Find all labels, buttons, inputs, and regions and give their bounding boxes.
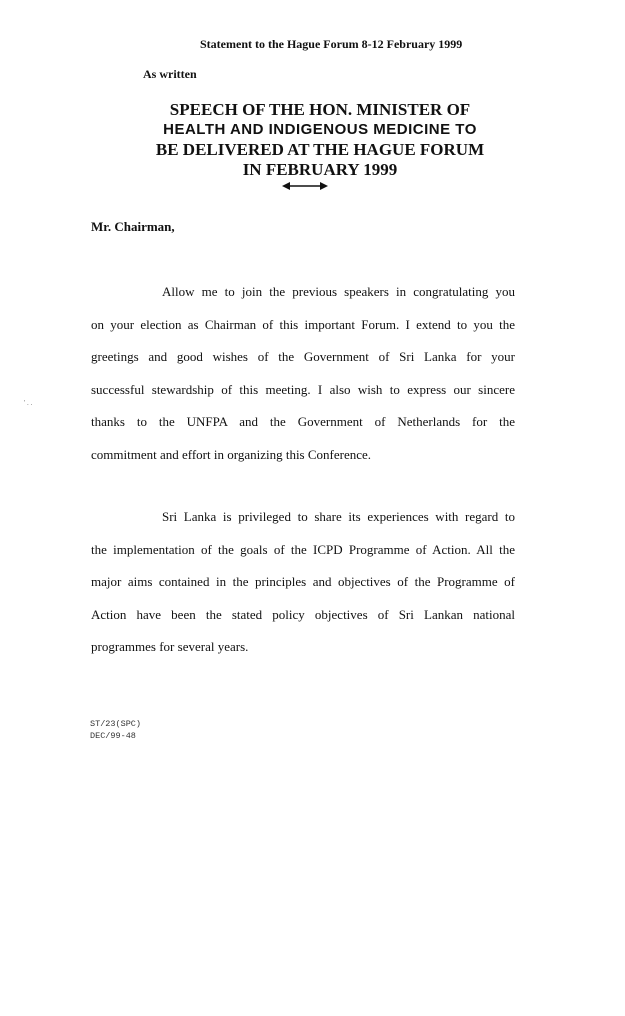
title-line-4: IN FEBRUARY 1999 [242,160,398,179]
paragraph-line: on your election as Chairman of this imp… [91,316,515,332]
paragraph-line: thanks to the UNFPA and the Government o… [91,414,515,429]
margin-mark: ' . . [24,399,33,407]
paragraph-line: commitment and effort in organizing this… [91,446,372,462]
as-written-note: As written [143,67,197,81]
title-line-3: BE DELIVERED AT THE HAGUE FORUM [155,140,485,159]
paragraph-line: Sri Lanka is privileged to share its exp… [162,509,515,524]
paragraph-line: greetings and good wishes of the Governm… [91,349,515,364]
document-reference: ST/23(SPC) DEC/99-48 [90,718,141,742]
statement-header: Statement to the Hague Forum 8-12 Februa… [200,37,463,51]
paragraph-2: Sri Lanka is privileged to share its exp… [91,501,515,664]
paragraph-line: Action have been the stated policy objec… [91,606,515,622]
title-line-1: SPEECH OF THE HON. MINISTER OF [169,100,471,119]
paragraph-line: the implementation of the goals of the I… [91,541,515,557]
paragraph-line: programmes for several years. [91,639,249,654]
paragraph-1: Allow me to join the previous speakers i… [91,276,515,471]
paragraph-line: major aims contained in the principles a… [91,574,515,589]
double-arrow-icon [282,182,328,190]
salutation: Mr. Chairman, [91,219,175,234]
reference-line-1: ST/23(SPC) [90,719,142,729]
speech-title: SPEECH OF THE HON. MINISTER OF HEALTH AN… [110,100,530,180]
title-line-2: HEALTH AND INDIGENOUS MEDICINE TO [163,121,477,138]
paragraph-line: successful stewardship of this meeting. … [91,381,515,397]
reference-line-2: DEC/99-48 [90,731,136,741]
paragraph-line: Allow me to join the previous speakers i… [162,284,515,299]
